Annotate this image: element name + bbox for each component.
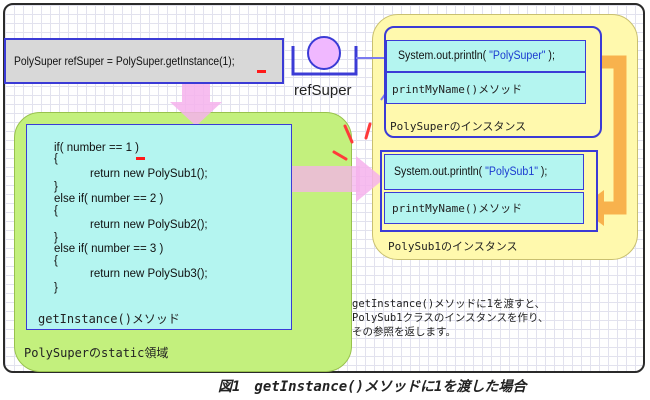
polysub1-println: System.out.println( "PolySub1" ); xyxy=(394,166,548,178)
polysub1-method: printMyName()メソッド xyxy=(392,202,523,215)
code-line-8: } xyxy=(54,232,58,244)
number-marker xyxy=(136,157,145,160)
code-line-5: else if( number == 2 ) xyxy=(54,193,164,205)
method-code-box xyxy=(26,124,292,330)
polysuper-method: printMyName()メソッド xyxy=(392,83,523,96)
note-line-2: PolySub1クラスのインスタンスを作り、 xyxy=(352,312,549,324)
method-label: getInstance()メソッド xyxy=(38,312,180,326)
polysuper-instance-label: PolySuperのインスタンス xyxy=(390,120,527,133)
polysuper-method-box xyxy=(386,72,586,104)
call-code: PolySuper refSuper = PolySuper.getInstan… xyxy=(14,54,223,68)
polysub1-println-box xyxy=(384,154,584,190)
spark-marks xyxy=(332,122,372,161)
figure-caption: 図1 getInstance()メソッドに1を渡した場合 xyxy=(218,379,527,395)
note-line-1: getInstance()メソッドに1を渡すと、 xyxy=(352,298,546,310)
polysuper-println: System.out.println( "PolySuper" ); xyxy=(398,50,555,62)
code-line-10: { xyxy=(54,255,58,267)
code-line-3: return new PolySub1(); xyxy=(90,168,208,180)
call-code-end: ); xyxy=(228,54,235,68)
call-arg-marker xyxy=(257,70,266,73)
code-line-6: { xyxy=(54,205,58,217)
code-line-1: if( number == 1 ) xyxy=(54,142,140,154)
down-arrow xyxy=(170,80,222,126)
polysub1-method-box xyxy=(384,192,584,224)
code-line-9: else if( number == 3 ) xyxy=(54,243,164,255)
call-statement-box xyxy=(4,38,284,84)
ref-label: refSuper xyxy=(294,82,352,99)
code-line-12: } xyxy=(54,282,58,294)
code-line-2: { xyxy=(54,153,58,165)
reference-variable-icon xyxy=(291,36,358,76)
code-line-4: } xyxy=(54,181,58,193)
polysuper-println-box xyxy=(386,40,586,72)
code-line-11: return new PolySub3(); xyxy=(90,268,208,280)
call-arg: 1 xyxy=(222,54,229,68)
code-line-7: return new PolySub2(); xyxy=(90,219,208,231)
static-area-label: PolySuperのstatic領域 xyxy=(24,346,169,360)
call-statement: PolySuper refSuper = PolySuper.getInstan… xyxy=(14,54,235,68)
note-line-3: その参照を返します。 xyxy=(352,326,456,338)
polysub1-instance-label: PolySub1のインスタンス xyxy=(388,240,518,253)
